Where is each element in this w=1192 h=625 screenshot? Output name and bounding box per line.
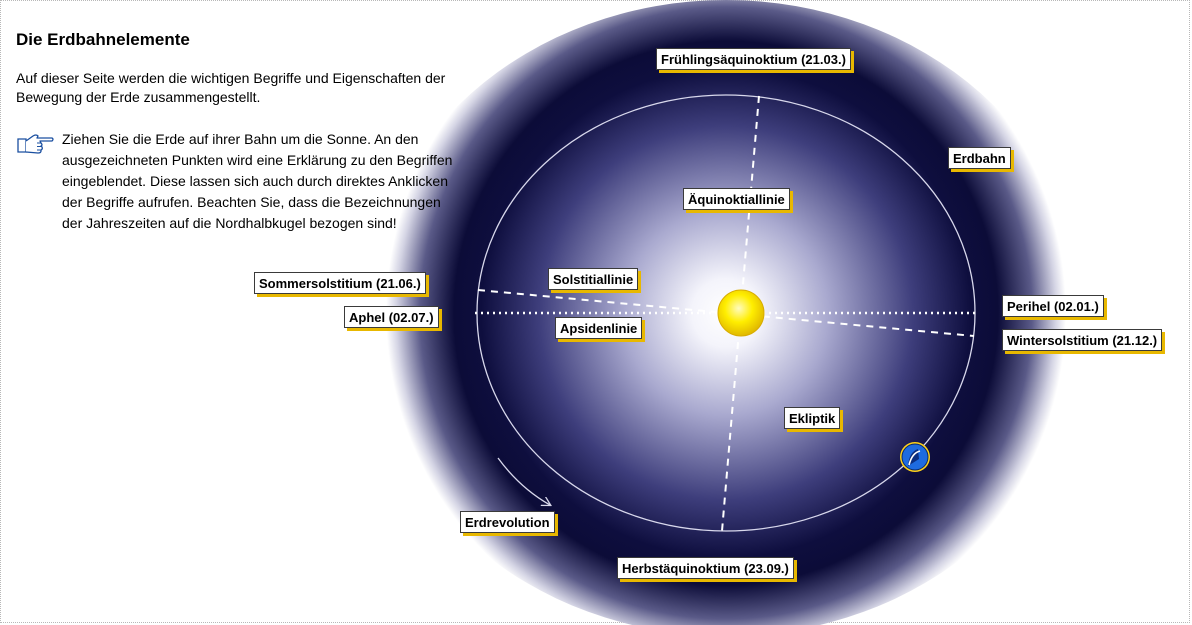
label-erdbahn[interactable]: Erdbahn <box>948 147 1011 169</box>
hint-text: Ziehen Sie die Erde auf ihrer Bahn um di… <box>62 131 453 231</box>
label-aequinoktiallinie[interactable]: Äquinoktiallinie <box>683 188 790 210</box>
page-title: Die Erdbahnelemente <box>16 30 190 49</box>
label-perihel[interactable]: Perihel (02.01.) <box>1002 295 1104 317</box>
label-sommersolstitium[interactable]: Sommersolstitium (21.06.) <box>254 272 426 294</box>
sun <box>717 289 765 337</box>
intro-section: Die Erdbahnelemente Auf dieser Seite wer… <box>16 30 456 107</box>
label-herbstaequinoktium[interactable]: Herbstäquinoktium (23.09.) <box>617 557 794 579</box>
label-apsidenlinie[interactable]: Apsidenlinie <box>555 317 643 339</box>
earth[interactable] <box>900 442 930 472</box>
revolution-arrow <box>497 457 550 505</box>
intro-text: Auf dieser Seite werden die wichtigen Be… <box>16 70 446 105</box>
label-wintersolstitium[interactable]: Wintersolstitium (21.12.) <box>1002 329 1163 351</box>
hint-section: Ziehen Sie die Erde auf ihrer Bahn um di… <box>16 129 456 234</box>
label-fruehlingsaequinoktium[interactable]: Frühlingsäquinoktium (21.03.) <box>656 48 851 70</box>
label-solstitiallinie[interactable]: Solstitiallinie <box>548 268 639 290</box>
pointing-hand-icon <box>16 132 56 161</box>
label-aphel[interactable]: Aphel (02.07.) <box>344 306 439 328</box>
label-erdrevolution[interactable]: Erdrevolution <box>460 511 555 533</box>
label-ekliptik[interactable]: Ekliptik <box>784 407 841 429</box>
